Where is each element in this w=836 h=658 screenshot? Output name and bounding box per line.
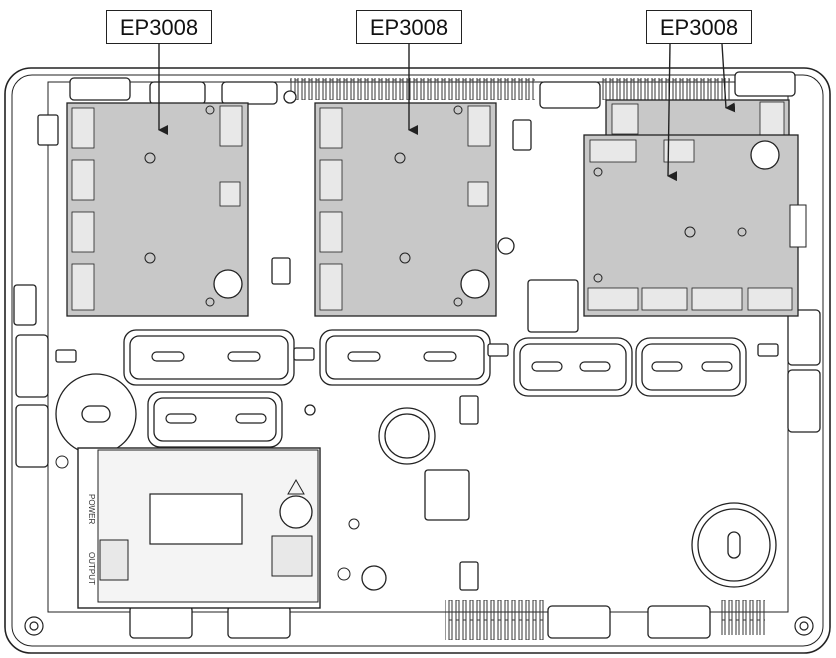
misc-features xyxy=(37,114,779,591)
psu-power-label: POWER xyxy=(87,494,96,525)
callout-ep3008-left: EP3008 xyxy=(106,10,212,44)
cable-slots xyxy=(123,329,747,448)
slot-holes xyxy=(151,351,733,424)
callout-ep3008-right: EP3008 xyxy=(646,10,752,44)
callout-ep3008-middle: EP3008 xyxy=(356,10,462,44)
top-vents xyxy=(290,78,730,100)
ep3008-module-right-upper xyxy=(583,134,807,317)
side-knockouts xyxy=(13,284,821,468)
power-supply xyxy=(55,447,387,609)
ep3008-module-middle xyxy=(314,102,497,317)
bottom-vents xyxy=(445,600,765,640)
ep3008-module-left xyxy=(66,102,249,317)
round-knockouts xyxy=(55,90,777,588)
callout-arrows xyxy=(158,43,736,182)
bottom-knockouts xyxy=(129,605,711,639)
psu-output-label: OUTPUT xyxy=(87,552,96,585)
corner-screws xyxy=(24,616,814,636)
ep3008-module-right-lower xyxy=(605,99,790,141)
